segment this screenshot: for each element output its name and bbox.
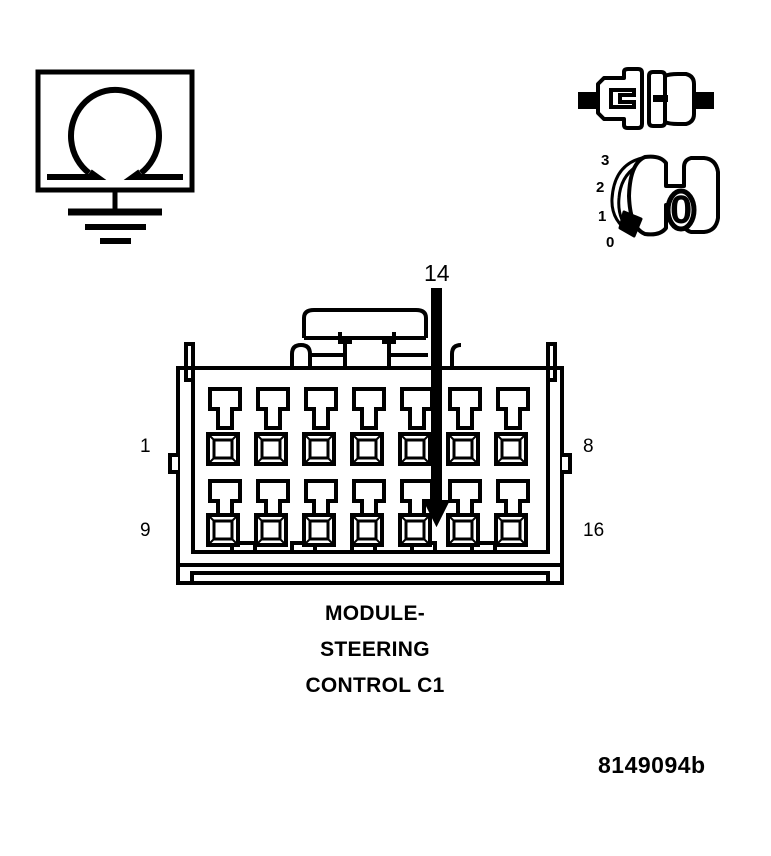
terminal-row-bottom bbox=[206, 479, 530, 547]
terminal-pin-14 bbox=[446, 479, 482, 547]
disconnected-connector-symbol bbox=[578, 67, 714, 130]
ignition-key-switch-symbol bbox=[610, 154, 720, 238]
pin-label-top-left: 1 bbox=[140, 436, 151, 457]
omega-foot-right bbox=[123, 169, 183, 180]
figure-number: 8149094b bbox=[598, 752, 706, 778]
connector-housing bbox=[168, 308, 572, 585]
terminal-pin-1 bbox=[206, 387, 242, 466]
key-position-1-label: 1 bbox=[598, 208, 607, 225]
key-position-2-label: 2 bbox=[596, 179, 605, 196]
caption-line-3: CONTROL C1 bbox=[305, 674, 445, 697]
terminal-row-top bbox=[206, 387, 530, 466]
caption-line-1: MODULE- bbox=[324, 602, 426, 625]
latch-post-left bbox=[290, 343, 312, 368]
ground-symbol bbox=[68, 190, 162, 244]
key-position-pointer bbox=[618, 210, 643, 238]
side-tab-right bbox=[562, 453, 572, 474]
socket-body bbox=[663, 72, 696, 126]
terminal-pin-3 bbox=[302, 387, 338, 466]
latch-post-right bbox=[450, 343, 462, 368]
latch-notch bbox=[338, 332, 396, 344]
terminal-pin-6 bbox=[446, 387, 482, 466]
terminal-pin-10 bbox=[254, 479, 290, 547]
terminal-pin-4 bbox=[350, 387, 386, 466]
pin-label-bottom-right: 16 bbox=[583, 520, 605, 541]
terminal-pin-12 bbox=[350, 479, 386, 547]
terminal-column-8 bbox=[496, 387, 530, 430]
omega-foot-left bbox=[47, 169, 107, 180]
key-head-hole bbox=[665, 188, 697, 232]
omega-arc bbox=[68, 86, 162, 176]
terminal-pin-13 bbox=[398, 479, 434, 547]
terminal-pin-9 bbox=[206, 479, 242, 547]
latch-outer-bar bbox=[302, 308, 428, 338]
key-position-0-label: 0 bbox=[606, 234, 615, 251]
arrow-shaft-overlay bbox=[431, 368, 442, 510]
housing-inner-wall bbox=[191, 368, 550, 554]
side-tab-left bbox=[168, 453, 178, 474]
ohmmeter-symbol bbox=[35, 69, 195, 193]
right-wire-stub bbox=[694, 92, 714, 109]
terminal-pin-5 bbox=[398, 387, 434, 466]
terminal-pin-11 bbox=[302, 479, 338, 547]
terminal-pin-2 bbox=[254, 387, 290, 466]
key-position-3-label: 3 bbox=[601, 152, 610, 169]
socket-slot bbox=[653, 95, 668, 102]
pin-label-top-right: 8 bbox=[583, 436, 594, 457]
bottom-skirt bbox=[176, 565, 564, 585]
left-wire-stub bbox=[578, 92, 598, 109]
caption-line-2: STEERING bbox=[320, 638, 430, 661]
terminal-pin-15 bbox=[494, 479, 530, 547]
pin-label-bottom-left: 9 bbox=[140, 520, 151, 541]
arrow-head-overlay bbox=[423, 500, 450, 527]
arrow-pin-number-label: 14 bbox=[424, 260, 450, 286]
plug-blade bbox=[609, 88, 636, 109]
key-glyph-label: 0 bbox=[670, 188, 693, 232]
connector-caption: MODULE- STEERING CONTROL C1 bbox=[185, 602, 565, 710]
